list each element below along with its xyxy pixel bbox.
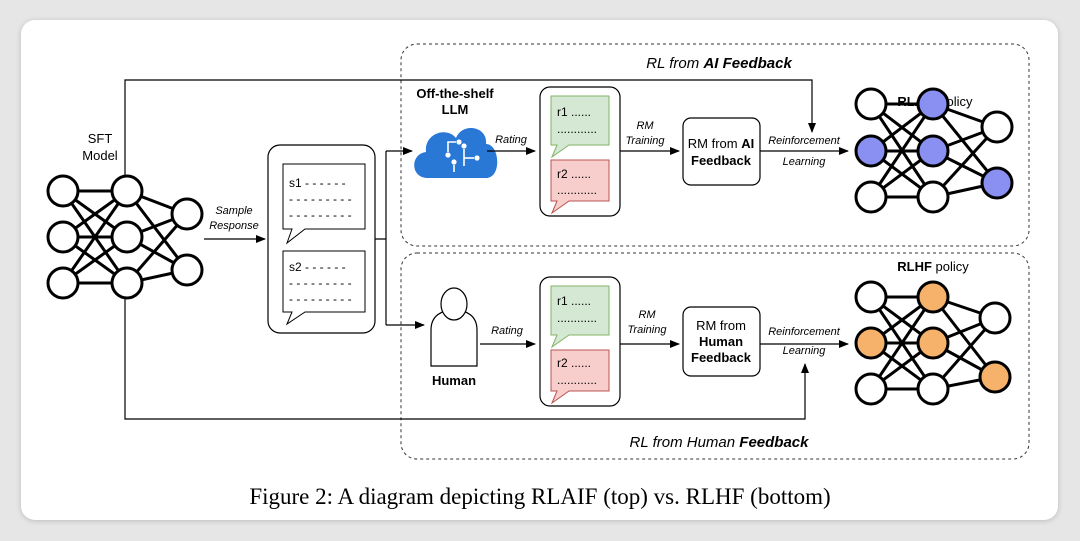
response-s2-label: s2 - - - - - - <box>289 260 346 274</box>
rlhf-r1-bubble <box>550 285 610 349</box>
rlaif-network-edge <box>931 103 999 184</box>
rlhf-network-node <box>916 326 950 360</box>
llm-rating-label: Rating <box>495 134 528 146</box>
rlhf-policy-label: RLHF policy <box>897 259 969 274</box>
sft-network-node <box>46 220 80 254</box>
sft-network-nodes <box>46 174 204 300</box>
sft-label-line1: SFT <box>88 131 113 146</box>
response-s2-dashes-2: - - - - - - - - - <box>289 292 352 306</box>
rlaif-r2-dots: ............ <box>557 183 597 197</box>
response-s1-bubble <box>282 163 366 245</box>
rlaif-r1-label: r1 ...... <box>557 105 591 119</box>
human-label: Human <box>432 373 476 388</box>
rlhf-rm-training-line2: Training <box>628 324 668 336</box>
rlhf-section-title: RL from Human Feedback <box>630 434 810 451</box>
rm-from-human-line3: Feedback <box>691 350 752 365</box>
rm-from-human-feedback-box <box>682 306 761 377</box>
rlaif-network-node <box>854 87 888 121</box>
llm-label-line2: LLM <box>442 102 469 117</box>
rlaif-network-edge <box>869 103 935 198</box>
rm-from-ai-line1: RM from AI <box>688 136 754 151</box>
rlhf-network-node <box>916 280 950 314</box>
llm-cloud-icon <box>414 127 498 178</box>
sft-network-node <box>110 220 144 254</box>
rlhf-rl-line1: Reinforcement <box>768 326 840 338</box>
rm-from-human-line2: Human <box>699 334 743 349</box>
rlhf-section-box <box>400 252 1030 460</box>
rm-from-ai-feedback-box <box>682 117 761 186</box>
rlaif-r1-bubble <box>550 95 610 159</box>
rlaif-r2-bubble <box>550 159 610 215</box>
rlhf-r2-bubble <box>550 349 610 405</box>
human-icon <box>430 287 478 367</box>
rlaif-network-node <box>854 180 888 214</box>
rlhf-rm-training-line1: RM <box>638 309 656 321</box>
rlhf-network-edge <box>931 296 997 378</box>
rlaif-network-node <box>916 87 950 121</box>
rlaif-network-node <box>854 134 888 168</box>
rlaif-network-node <box>980 110 1014 144</box>
rlaif-rm-training-line2: Training <box>626 135 666 147</box>
response-s2-bubble <box>282 250 366 326</box>
rlaif-network-node <box>916 134 950 168</box>
response-s1-label: s1 - - - - - - <box>289 176 346 190</box>
sft-label-line2: Model <box>82 148 118 163</box>
sft-network-edge <box>61 190 129 284</box>
response-s1-dashes-2: - - - - - - - - - <box>289 208 352 222</box>
rlhf-network-node <box>978 360 1012 394</box>
rlhf-r1-label: r1 ...... <box>557 294 591 308</box>
rlaif-rm-training-line1: RM <box>636 120 654 132</box>
rlhf-network-node <box>854 280 888 314</box>
response-label: Response <box>209 220 259 232</box>
sft-to-rlhf-connector <box>124 298 809 420</box>
sample-label: Sample <box>215 205 252 217</box>
sft-to-rlaif-connector <box>124 79 816 175</box>
rlaif-section-title: RL from AI Feedback <box>646 55 792 72</box>
rm-from-human-line1: RM from <box>696 318 746 333</box>
rlhf-network-node <box>916 372 950 406</box>
rm-from-ai-line2: Feedback <box>691 153 752 168</box>
split-connector <box>375 151 387 325</box>
rlhf-r2-dots: ............ <box>557 373 597 387</box>
rlhf-network-edge <box>869 296 935 390</box>
sft-network-node <box>110 174 144 208</box>
sft-network-node <box>46 266 80 300</box>
sft-network-edge <box>125 190 189 271</box>
sft-network-node <box>110 266 144 300</box>
rlhf-r1-dots: ............ <box>557 311 597 325</box>
rlaif-r1-dots: ............ <box>557 122 597 136</box>
rlaif-network-node <box>916 180 950 214</box>
human-rating-label: Rating <box>491 325 524 337</box>
sft-network-node <box>46 174 80 208</box>
sft-network-node <box>170 197 204 231</box>
figure-caption: Figure 2: A diagram depicting RLAIF (top… <box>249 484 830 509</box>
rlhf-network-nodes <box>854 280 1012 406</box>
rlhf-network-node <box>854 326 888 360</box>
rlaif-rl-line1: Reinforcement <box>768 135 840 147</box>
rlaif-network-nodes <box>854 87 1014 214</box>
rlaif-rl-line2: Learning <box>783 156 827 168</box>
response-s1-dashes-1: - - - - - - - - - <box>289 192 352 206</box>
llm-label-line1: Off-the-shelf <box>416 86 494 101</box>
rlaif-r2-label: r2 ...... <box>557 167 591 181</box>
rlhf-rl-line2: Learning <box>783 345 827 357</box>
rlhf-network-node <box>854 372 888 406</box>
rlhf-network-node <box>978 301 1012 335</box>
rlaif-network-node <box>980 166 1014 200</box>
sft-network-node <box>170 253 204 287</box>
rlhf-r2-label: r2 ...... <box>557 356 591 370</box>
response-s2-dashes-1: - - - - - - - - - <box>289 276 352 290</box>
